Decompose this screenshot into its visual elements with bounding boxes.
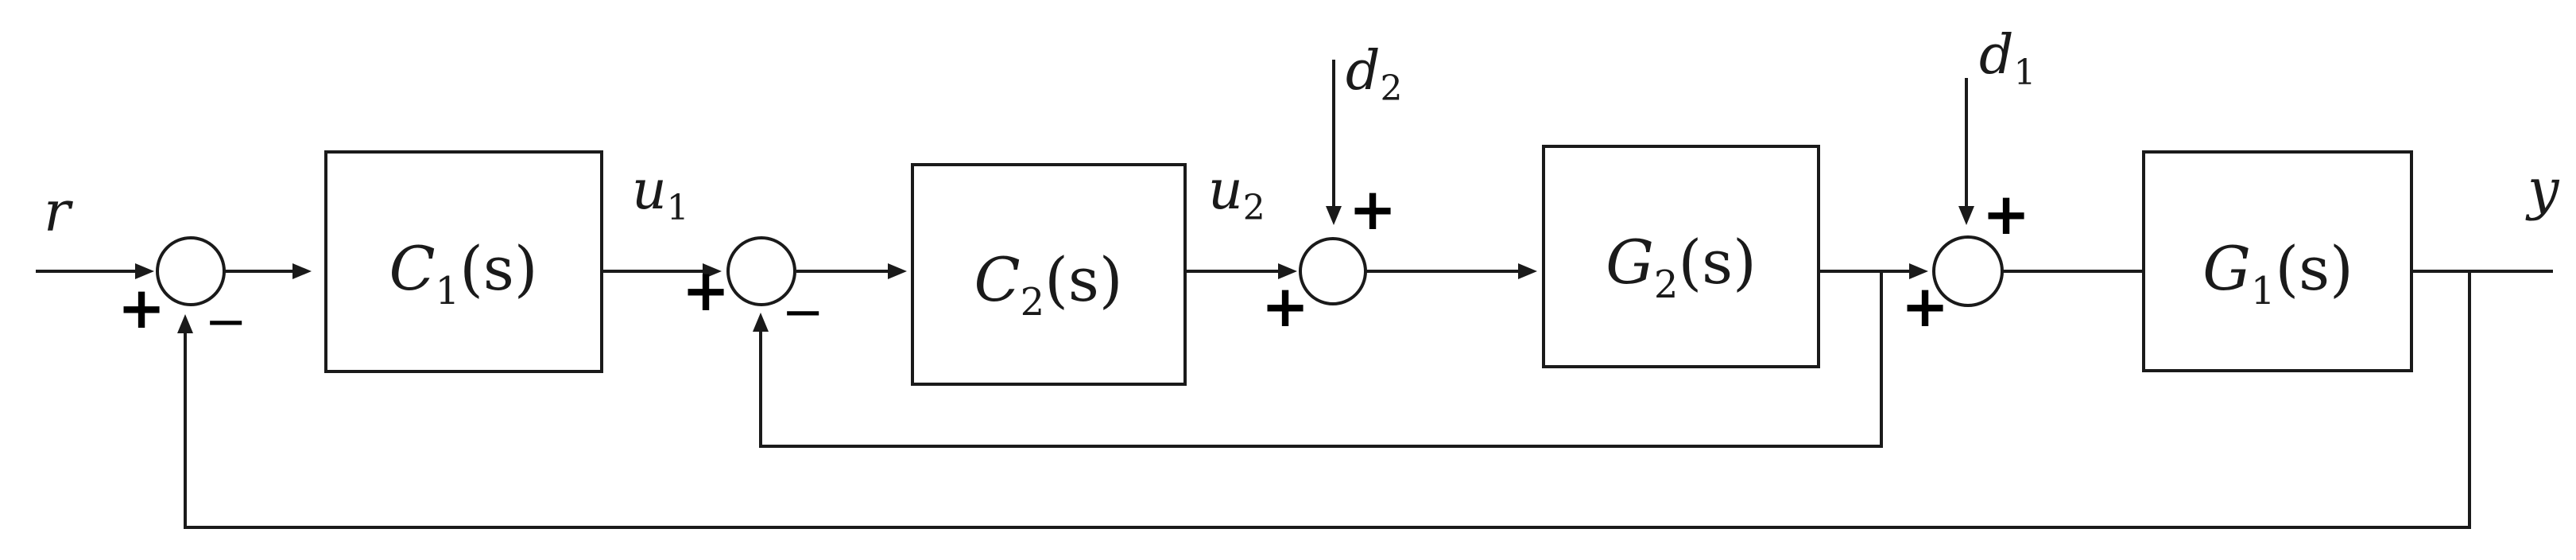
block-g1 xyxy=(2142,150,2413,372)
signal-y-label: y xyxy=(2525,157,2560,222)
signal-u1-label: u1 xyxy=(632,159,689,228)
summing-junction-3 xyxy=(1299,237,1367,305)
block-c2 xyxy=(911,163,1187,386)
arrowhead-u2 xyxy=(1278,263,1297,279)
wire-outer-feedback xyxy=(184,271,2471,529)
sign-sum1-plus: + xyxy=(118,274,165,341)
block-c1 xyxy=(324,150,603,373)
arrowhead-d2 xyxy=(1326,206,1342,225)
sign-sum4-plus-in: + xyxy=(1901,273,1949,340)
sign-sum3-plus-in: + xyxy=(1261,273,1309,340)
block-g2-label: G2(s) xyxy=(1606,227,1757,307)
summing-junction-2 xyxy=(726,236,796,306)
summing-junction-4 xyxy=(1932,235,2004,307)
sign-sum2-minus: − xyxy=(781,283,824,342)
sign-sum3-plus-dist: + xyxy=(1349,176,1396,243)
block-c1-label: C1(s) xyxy=(389,233,537,313)
arrowhead-outer-feedback xyxy=(177,314,193,333)
wire-inner-feedback xyxy=(759,271,1883,448)
summing-junction-1 xyxy=(156,236,226,306)
arrowhead-d1 xyxy=(1958,206,1974,225)
signal-d1-label: d1 xyxy=(1979,24,2036,93)
sign-sum1-minus: − xyxy=(204,293,247,352)
arrowhead-sum4-in xyxy=(1909,263,1928,279)
arrowhead-r xyxy=(135,263,154,279)
signal-d2-label: d2 xyxy=(1346,40,1403,109)
block-g2 xyxy=(1542,145,1820,368)
sign-sum2-plus: + xyxy=(682,257,730,324)
signal-u2-label: u2 xyxy=(1208,159,1265,228)
arrowhead-u1 xyxy=(703,263,722,279)
block-c2-label: C2(s) xyxy=(974,244,1122,325)
arrowhead-g2-in xyxy=(1518,263,1537,279)
signal-r-label: r xyxy=(44,179,73,244)
block-g1-label: G1(s) xyxy=(2202,233,2353,313)
arrowhead-c2-in xyxy=(888,263,907,279)
arrowhead-c1-in xyxy=(292,263,312,279)
arrowhead-inner-feedback xyxy=(753,313,769,332)
sign-sum4-plus-dist: + xyxy=(1982,181,2030,247)
